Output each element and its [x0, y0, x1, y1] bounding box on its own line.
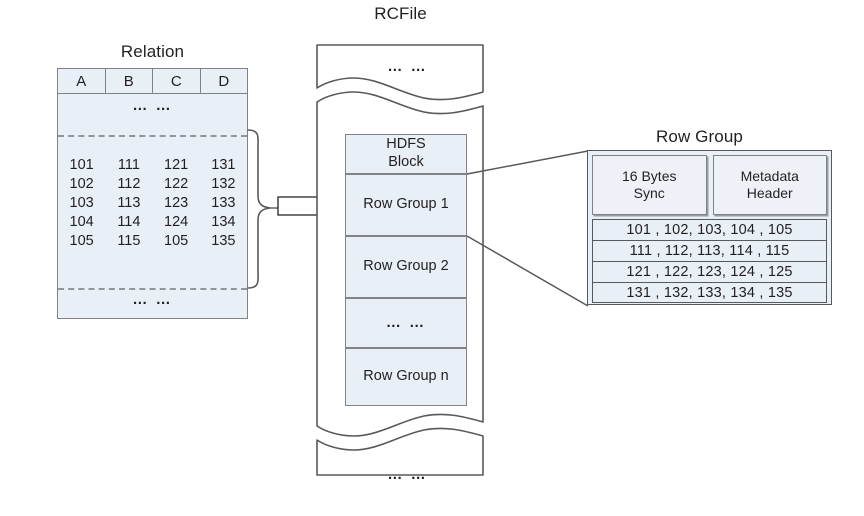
relation-cell: 112: [117, 175, 141, 192]
relation-cell: 111: [117, 156, 140, 173]
relation-cell: 104: [69, 213, 94, 230]
row-group-detail-panel: 16 Bytes Sync Metadata Header 101 , 102,…: [587, 150, 832, 305]
relation-cell: 123: [164, 194, 189, 211]
list-item: 131 , 132, 133, 134 , 135: [592, 282, 827, 303]
relation-column-b: B: [106, 69, 153, 93]
sync-marker-label: 16 Bytes Sync: [622, 168, 676, 203]
curly-brace-icon: [247, 129, 278, 289]
relation-column-d: D: [218, 72, 230, 90]
sync-label-line1: 16 Bytes: [622, 167, 677, 184]
relation-cell: 103: [69, 194, 94, 211]
hdfs-label-line1: HDFS: [386, 136, 426, 153]
relation-column-c: C: [153, 69, 201, 93]
rcfile-title: RCFile: [374, 4, 427, 23]
list-item: 101 , 102, 103, 104 , 105: [592, 219, 827, 240]
sync-label-line2: Sync: [633, 185, 665, 201]
table-row: 105 115 105 135: [58, 231, 247, 250]
relation-cell: 124: [164, 213, 189, 230]
relation-ellipsis-top: … …: [132, 97, 173, 114]
rcfile-ellipsis-bottom: … …: [387, 466, 428, 483]
relation-data-grid: 101 111 121 131 102 112 122 132 103 113 …: [58, 155, 247, 250]
row-group-title: Row Group: [656, 127, 743, 146]
hdfs-label-line2: Block: [388, 154, 424, 170]
table-row: 102 112 122 132: [58, 174, 247, 193]
sync-marker-box: 16 Bytes Sync: [592, 155, 707, 215]
row-group-column-data: 101 , 102, 103, 104 , 105 111 , 112, 113…: [592, 219, 827, 303]
relation-cell: 121: [164, 156, 189, 173]
relation-cell: 105: [69, 232, 94, 249]
metadata-header-label: Metadata Header: [741, 168, 799, 203]
relation-cell: 122: [164, 175, 189, 192]
relation-cell: 131: [211, 156, 236, 173]
relation-dashed-divider-bottom: [58, 288, 247, 290]
row-group-ellipsis-label: … …: [385, 313, 427, 331]
hdfs-block-cell: HDFS Block: [345, 134, 467, 174]
row-group-n-cell: Row Group n: [345, 348, 467, 406]
metadata-label-line1: Metadata: [740, 167, 799, 184]
relation-cell: 113: [117, 194, 141, 211]
relation-column-a: A: [58, 69, 106, 93]
metadata-header-box: Metadata Header: [712, 155, 827, 215]
relation-cell: 114: [117, 213, 141, 230]
row-group-1-cell: Row Group 1: [345, 174, 467, 236]
relation-cell: 101: [69, 156, 94, 173]
relation-cell: 115: [117, 232, 141, 249]
relation-cell: 135: [211, 232, 236, 249]
row-group-2-cell: Row Group 2: [345, 236, 467, 298]
relation-cell: 132: [211, 175, 236, 192]
rcfile-ellipsis-top: … …: [387, 58, 428, 75]
metadata-label-line2: Header: [746, 185, 793, 201]
hdfs-block-label: HDFS Block: [386, 136, 425, 171]
relation-ellipsis-bottom: … …: [132, 291, 173, 308]
relation-cell: 105: [164, 232, 189, 249]
row-group-ellipsis-cell: … …: [345, 298, 467, 348]
relation-cell: 134: [211, 213, 236, 230]
table-row: 101 111 121 131: [58, 155, 247, 174]
relation-table: A B C D … … 101 111 121 131 102 112 122 …: [57, 68, 248, 319]
relation-header-row: A B C D: [58, 69, 247, 94]
relation-cell: 133: [211, 194, 236, 211]
relation-dashed-divider-top: [58, 135, 247, 137]
table-row: 104 114 124 134: [58, 212, 247, 231]
list-item: 111 , 112, 113, 114 , 115: [592, 240, 827, 261]
row-group-header-section: 16 Bytes Sync Metadata Header: [592, 155, 827, 215]
relation-cell: 102: [69, 175, 94, 192]
list-item: 121 , 122, 123, 124 , 125: [592, 261, 827, 282]
relation-title: Relation: [120, 42, 185, 61]
table-row: 103 113 123 133: [58, 193, 247, 212]
